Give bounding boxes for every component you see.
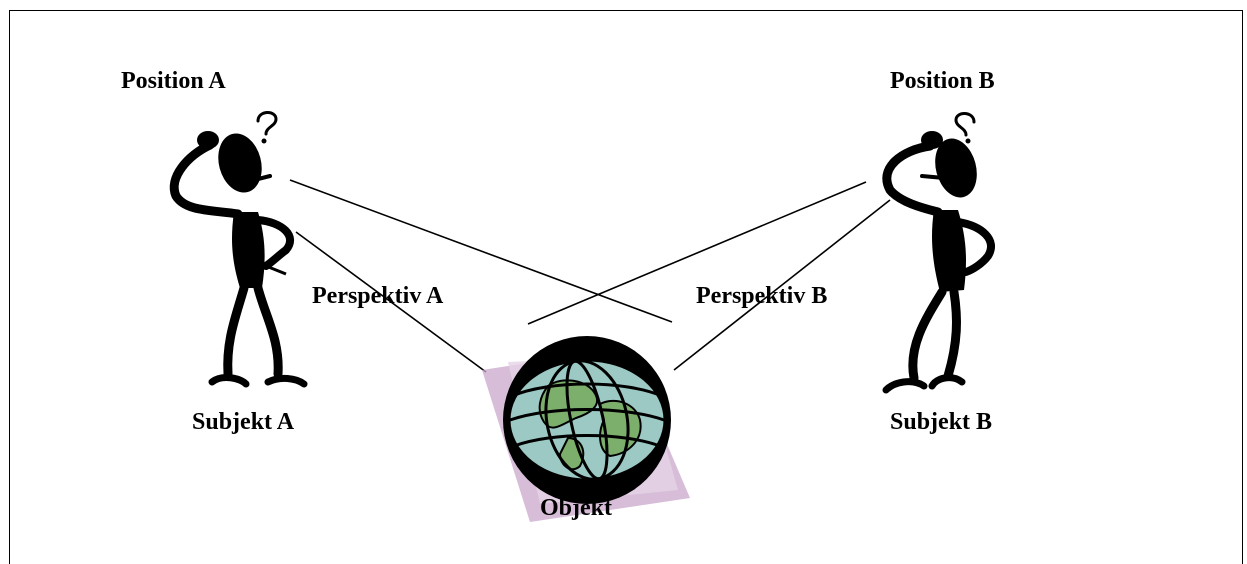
sight-line-b-to-far — [527, 181, 867, 325]
perspective-b-label: Perspektiv B — [696, 283, 828, 309]
thinking-person-icon — [169, 111, 308, 388]
perspective-a-label: Perspektiv A — [312, 283, 444, 309]
sight-lines — [289, 179, 891, 373]
thinking-person-icon — [882, 112, 995, 394]
subject-a-label: Subjekt A — [192, 409, 295, 435]
position-a-label: Position A — [121, 68, 226, 94]
diagram-frame — [9, 10, 1243, 564]
sight-line-b-to-object — [673, 199, 891, 371]
sight-line-a-to-far — [289, 179, 673, 323]
sight-line-a-to-object — [295, 231, 487, 373]
subject-b-label: Subjekt B — [890, 409, 993, 435]
object-label: Objekt — [540, 495, 612, 521]
position-b-label: Position B — [890, 68, 995, 94]
globe-icon — [482, 336, 690, 522]
